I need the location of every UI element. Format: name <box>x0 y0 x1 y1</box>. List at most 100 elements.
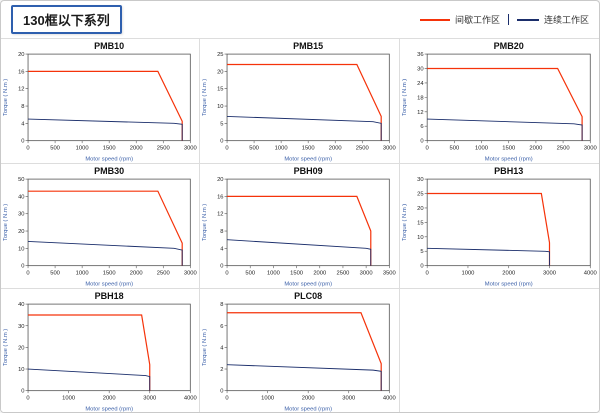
series-line-continuous <box>28 118 183 141</box>
y-tick-label: 20 <box>18 229 24 235</box>
x-tick-label: 2000 <box>130 271 143 277</box>
x-tick-label: 1000 <box>475 146 489 152</box>
series-line-intermittent <box>28 190 183 266</box>
intermittent-line-swatch <box>419 18 450 21</box>
x-tick-label: 500 <box>50 271 60 277</box>
y-tick-label: 10 <box>217 104 223 110</box>
x-tick-label: 1500 <box>302 146 315 152</box>
legend-label-continuous: 连续工作区 <box>543 15 589 25</box>
series-line-continuous <box>227 115 382 141</box>
plot-frame <box>226 303 391 391</box>
x-tick-label: 1000 <box>76 146 89 152</box>
y-axis-label: Torque ( N.m ) <box>3 79 9 116</box>
plot-frame <box>226 178 391 266</box>
y-tick-label: 20 <box>217 69 223 75</box>
y-tick-label: 12 <box>217 212 223 218</box>
x-tick-label: 1000 <box>275 146 288 152</box>
x-tick-label: 3000 <box>543 271 557 277</box>
series-line-continuous <box>28 368 151 391</box>
y-tick-label: 0 <box>21 139 24 145</box>
x-tick-label: 1500 <box>103 271 116 277</box>
x-tick-label: 2500 <box>157 146 170 152</box>
y-tick-label: 30 <box>18 323 24 329</box>
y-tick-label: 40 <box>18 194 24 200</box>
y-tick-label: 16 <box>18 69 24 75</box>
y-axis-label: Torque ( N.m ) <box>402 204 408 241</box>
x-tick-label: 2000 <box>130 146 143 152</box>
x-tick-label: 2500 <box>556 146 570 152</box>
x-tick-label: 1000 <box>261 395 274 401</box>
y-tick-label: 18 <box>417 95 423 101</box>
x-tick-label: 3000 <box>143 395 156 401</box>
x-axis-label: Motor speed (rpm) <box>484 156 532 162</box>
plot-frame <box>27 53 191 142</box>
plot-frame <box>27 303 191 391</box>
y-tick-label: 25 <box>217 52 223 58</box>
y-axis-label: Torque ( N.m ) <box>3 204 9 241</box>
chart-title: PBH13 <box>494 166 523 176</box>
x-axis-label: Motor speed (rpm) <box>85 156 133 162</box>
y-tick-label: 2 <box>221 367 224 373</box>
y-tick-label: 4 <box>221 345 225 351</box>
y-tick-label: 12 <box>417 110 423 116</box>
y-tick-label: 24 <box>417 81 424 87</box>
x-tick-label: 1000 <box>267 271 280 277</box>
x-axis-label: Motor speed (rpm) <box>484 281 532 287</box>
y-tick-label: 20 <box>417 206 424 212</box>
x-tick-label: 2000 <box>103 395 116 401</box>
legend-item-intermittent: 间歇工作区 <box>419 13 500 26</box>
legend-item-continuous: 连续工作区 <box>516 13 589 26</box>
y-tick-label: 8 <box>21 104 24 110</box>
x-tick-label: 3500 <box>383 271 396 277</box>
x-axis-label: Motor speed (rpm) <box>285 406 333 412</box>
x-tick-label: 0 <box>26 146 29 152</box>
plot-frame <box>226 53 391 142</box>
series-line-intermittent <box>227 311 383 391</box>
y-axis-label: Torque ( N.m ) <box>202 204 208 241</box>
empty-cell <box>399 288 599 412</box>
y-tick-label: 30 <box>417 67 424 73</box>
chart-title: PBH09 <box>294 166 323 176</box>
x-tick-label: 2500 <box>337 271 350 277</box>
y-tick-label: 0 <box>221 388 224 394</box>
y-tick-label: 4 <box>221 246 225 252</box>
x-tick-label: 2000 <box>314 271 327 277</box>
x-axis-label: Motor speed (rpm) <box>85 406 133 412</box>
x-tick-label: 2500 <box>157 271 170 277</box>
x-tick-label: 2000 <box>529 146 543 152</box>
continuous-line-swatch <box>516 18 539 21</box>
y-axis-label: Torque ( N.m ) <box>3 328 9 365</box>
y-tick-label: 8 <box>221 302 224 308</box>
x-axis-label: Motor speed (rpm) <box>85 281 133 287</box>
plot-frame <box>27 178 191 266</box>
y-tick-label: 16 <box>217 194 223 200</box>
y-tick-label: 20 <box>217 177 223 183</box>
x-tick-label: 3000 <box>343 395 356 401</box>
series-line-continuous <box>227 363 382 391</box>
x-axis-label: Motor speed (rpm) <box>285 281 333 287</box>
y-tick-label: 50 <box>18 177 24 183</box>
y-tick-label: 0 <box>420 263 424 269</box>
series-line-continuous <box>426 247 550 266</box>
series-line-intermittent <box>227 63 383 141</box>
y-tick-label: 10 <box>18 246 24 252</box>
x-tick-label: 4000 <box>583 271 597 277</box>
series-line-continuous <box>426 118 583 141</box>
x-tick-label: 1000 <box>62 395 75 401</box>
x-tick-label: 0 <box>226 395 229 401</box>
x-tick-label: 500 <box>246 271 256 277</box>
y-tick-label: 5 <box>420 249 423 255</box>
y-tick-label: 15 <box>417 220 423 226</box>
